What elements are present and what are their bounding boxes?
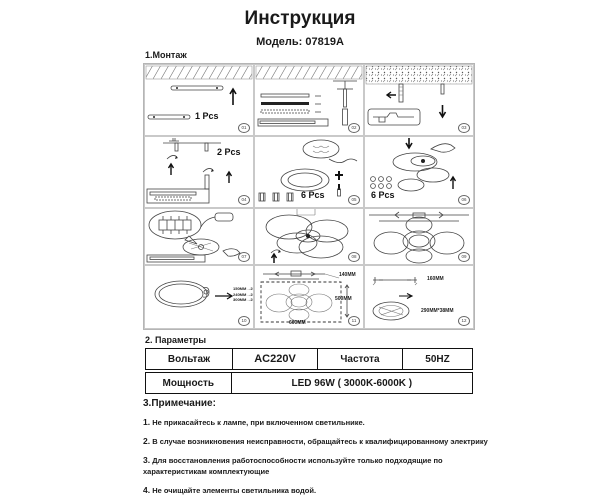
assembled-rings-diagram (265, 209, 349, 263)
canopy-size-diagram (372, 277, 418, 321)
page-title: Инструкция (244, 8, 356, 29)
note-number: 3. (143, 454, 151, 465)
montage-step-12: 160MM 290MM*38MM 12 (364, 265, 474, 329)
ring-size-diagram (154, 280, 234, 308)
wire-connection-diagram (258, 139, 358, 202)
voltage-value: AC220V (232, 348, 318, 370)
voltage-label: Вольтаж (145, 348, 233, 370)
dim-width-label: 140MM (339, 272, 356, 278)
step-badge: 07 (238, 252, 250, 262)
frequency-value: 50HZ (402, 348, 473, 370)
step-badge: 12 (458, 316, 470, 326)
montage-step-8: 08 (254, 208, 364, 265)
montage-step-1: 1 Pcs 01 (144, 64, 254, 136)
montage-step-2: 02 (254, 64, 364, 136)
note-number: 4. (143, 484, 151, 495)
step-badge: 11 (348, 316, 360, 326)
ring-attachment-diagram (370, 138, 457, 192)
hanging-bracket-diagram (146, 138, 233, 204)
step-badge: 03 (458, 123, 470, 133)
note-text: В случае возникновения неисправности, об… (152, 436, 488, 446)
note-item-4: 4. Не очищайте элементы светильника водо… (143, 484, 488, 497)
step-badge: 10 (238, 316, 250, 326)
section-notes-heading: 3.Примечание: (143, 398, 216, 409)
step4-qty-label: 2 Pcs (217, 147, 241, 157)
montage-diagram-grid: 1 Pcs 01 02 (143, 63, 475, 330)
frequency-label: Частота (317, 348, 403, 370)
note-item-3: 3. Для восстановления работоспособности … (143, 454, 488, 478)
dim-length-label: 600MM (289, 320, 306, 326)
note-item-1: 1. Не прикасайтесь к лампе, при включенн… (143, 416, 488, 429)
notes-list: 1. Не прикасайтесь к лампе, при включенн… (143, 416, 488, 500)
params-table-row1: Вольтаж AC220V Частота 50HZ (145, 348, 473, 370)
drilling-diagram (365, 65, 473, 126)
step-badge: 08 (348, 252, 360, 262)
params-table-row2: Мощность LED 96W ( 3000K-6000K ) (145, 372, 474, 394)
step6-qty-label: 6 Pcs (371, 190, 395, 200)
montage-step-4: 2 Pcs 04 (144, 136, 254, 208)
dimensions-diagram (260, 270, 350, 323)
section-montage-heading: 1.Монтаж (145, 50, 187, 60)
ceiling-bracket-diagram (145, 65, 253, 120)
terminal-wiring-diagram (146, 210, 241, 263)
note-number: 2. (143, 435, 151, 446)
step-badge: 05 (348, 195, 360, 205)
step-badge: 01 (238, 123, 250, 133)
montage-step-3: 03 (364, 64, 474, 136)
montage-step-5: 6 Pcs 05 (254, 136, 364, 208)
power-label: Мощность (145, 372, 232, 394)
mounted-lamp-diagram (369, 211, 469, 264)
step1-qty-label: 1 Pcs (195, 111, 219, 121)
step-badge: 04 (238, 195, 250, 205)
montage-step-11: 140MM 500MM 600MM 11 (254, 265, 364, 329)
note-text: Не очищайте элементы светильника водой. (152, 485, 317, 495)
section-params-heading: 2. Параметры (145, 335, 207, 345)
step-badge: 06 (458, 195, 470, 205)
bar-length-label: 160MM (427, 276, 444, 282)
montage-step-9: 09 (364, 208, 474, 265)
note-text: Не прикасайтесь к лампе, при включенном … (152, 418, 365, 427)
step-badge: 02 (348, 123, 360, 133)
parts-list-diagram (255, 65, 363, 127)
note-number: 1. (143, 417, 151, 427)
montage-step-7: 07 (144, 208, 254, 265)
dim-depth-label: 500MM (335, 296, 352, 302)
note-text: Для восстановления работоспособности исп… (143, 455, 443, 476)
power-value: LED 96W ( 3000K-6000K ) (230, 372, 474, 394)
step5-qty-label: 6 Pcs (301, 190, 325, 200)
step-badge: 09 (458, 252, 470, 262)
note-item-2: 2. В случае возникновения неисправности,… (143, 435, 488, 448)
model-number: Модель: 07819A (256, 36, 344, 48)
canopy-size-label: 290MM*38MM (421, 308, 454, 314)
montage-step-6: 6 Pcs 06 (364, 136, 474, 208)
